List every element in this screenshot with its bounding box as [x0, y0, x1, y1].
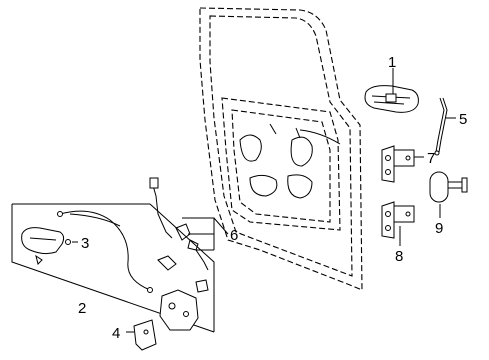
rod-clips-part — [149, 177, 209, 271]
callout-5: 5 — [459, 111, 467, 128]
inside-handle-part — [21, 227, 71, 265]
callout-9: 9 — [435, 220, 443, 237]
door-shell — [199, 7, 363, 291]
upper-hinge-part — [381, 145, 415, 183]
assembly-outline — [11, 203, 215, 333]
lower-hinge-part — [381, 201, 415, 239]
rod-part — [434, 97, 448, 156]
callout-6: 6 — [230, 227, 238, 244]
callout-1: 1 — [388, 54, 396, 71]
callout-3: 3 — [81, 235, 89, 252]
outside-handle-part — [364, 85, 419, 113]
leader-lines — [72, 68, 456, 333]
callout-8: 8 — [395, 248, 403, 265]
callout-labels: 1 2 3 4 5 6 7 8 9 — [78, 54, 467, 342]
callout-4: 4 — [112, 325, 120, 342]
check-strap-part — [429, 171, 468, 203]
callout-7: 7 — [427, 150, 435, 167]
callout-2: 2 — [78, 300, 86, 317]
latch-cables-part — [57, 210, 209, 331]
striker-part — [133, 319, 157, 351]
